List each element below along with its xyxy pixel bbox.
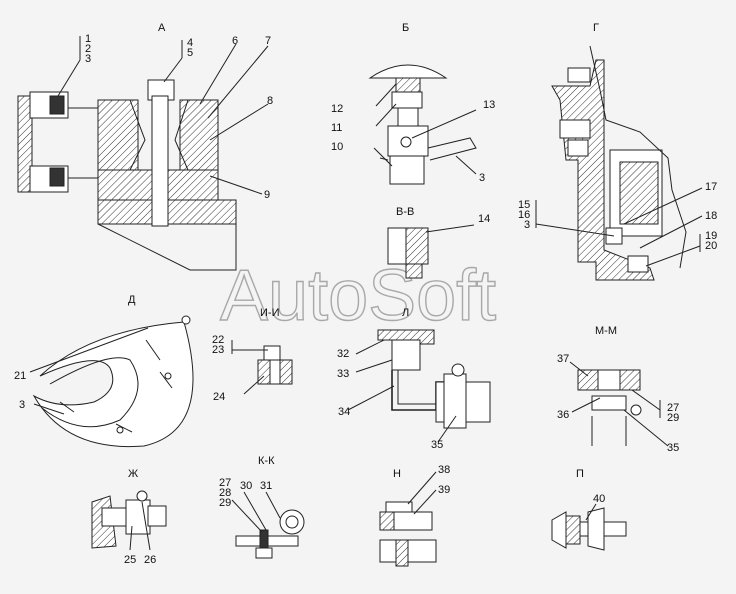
section-label-g: Г — [593, 22, 599, 34]
callout-14: 14 — [478, 213, 490, 225]
view-vv: В-В 14 — [387, 206, 490, 279]
callout-27b: 27 — [219, 477, 231, 489]
section-label-p: П — [576, 468, 584, 480]
callout-35b: 35 — [667, 442, 679, 454]
callout-3d: 3 — [19, 399, 25, 411]
callout-19: 19 — [705, 230, 717, 242]
callout-2: 2 — [85, 43, 91, 55]
callout-31: 31 — [260, 480, 272, 492]
callout-39: 39 — [438, 484, 450, 496]
callout-24: 24 — [213, 391, 225, 403]
callout-33: 33 — [337, 368, 349, 380]
callout-15: 15 — [518, 199, 530, 211]
callout-37: 37 — [557, 353, 569, 365]
callout-3b: 3 — [479, 172, 485, 184]
callout-1: 1 — [85, 33, 91, 45]
view-b: Б 12 11 13 10 3 — [331, 22, 495, 185]
callout-17: 17 — [705, 181, 717, 193]
section-label-mm: М-М — [595, 325, 617, 337]
callout-35: 35 — [431, 439, 443, 451]
view-g: Г 15 16 3 17 18 19 20 — [518, 22, 717, 281]
callout-10: 10 — [331, 141, 343, 153]
section-label-zh: Ж — [128, 468, 138, 480]
view-p: П 40 — [551, 468, 627, 551]
section-label-ii: И-И — [260, 307, 279, 319]
callout-4: 4 — [187, 37, 193, 49]
section-label-b: Б — [402, 22, 409, 34]
callout-18: 18 — [705, 210, 717, 222]
callout-38: 38 — [438, 464, 450, 476]
callout-16: 16 — [518, 209, 530, 221]
callout-7: 7 — [265, 35, 271, 47]
callout-6: 6 — [232, 35, 238, 47]
callout-8: 8 — [267, 95, 273, 107]
callout-29b: 29 — [219, 497, 231, 509]
section-label-l: Л — [402, 307, 409, 319]
section-label-d: Д — [128, 294, 136, 306]
view-d: Д 21 3 — [14, 294, 194, 448]
callout-12: 12 — [331, 103, 343, 115]
view-ii: И-И 22 23 24 — [212, 307, 293, 403]
callout-34: 34 — [338, 406, 350, 418]
callout-40: 40 — [593, 493, 605, 505]
view-n: Н 38 39 — [379, 464, 450, 567]
callout-3: 3 — [85, 53, 91, 65]
view-zh: Ж 25 26 — [91, 468, 167, 566]
callout-23: 23 — [212, 344, 224, 356]
callout-3c: 3 — [524, 219, 530, 231]
callout-28: 28 — [219, 487, 231, 499]
callout-25: 25 — [124, 554, 136, 566]
section-label-kk: К-К — [258, 455, 275, 467]
section-label-a: А — [158, 22, 166, 34]
callout-22: 22 — [212, 334, 224, 346]
callout-26: 26 — [144, 554, 156, 566]
callout-20: 20 — [705, 240, 717, 252]
watermark: AutoSoft — [220, 256, 496, 336]
callout-5: 5 — [187, 47, 193, 59]
view-mm: М-М 37 36 27 29 35 — [557, 325, 679, 454]
callout-36: 36 — [557, 409, 569, 421]
view-l: Л 32 33 34 35 — [337, 307, 491, 451]
section-label-n: Н — [393, 468, 401, 480]
section-label-vv: В-В — [396, 206, 414, 218]
callout-27: 27 — [667, 402, 679, 414]
callout-32: 32 — [337, 348, 349, 360]
callout-29: 29 — [667, 412, 679, 424]
callout-11: 11 — [331, 122, 342, 134]
callout-30: 30 — [240, 480, 252, 492]
view-a: А 1 2 3 4 5 6 7 8 9 — [17, 22, 273, 271]
callout-13: 13 — [483, 99, 495, 111]
callout-21: 21 — [14, 370, 26, 382]
callout-9: 9 — [264, 189, 270, 201]
view-kk: К-К 27 28 29 30 31 — [219, 455, 305, 559]
